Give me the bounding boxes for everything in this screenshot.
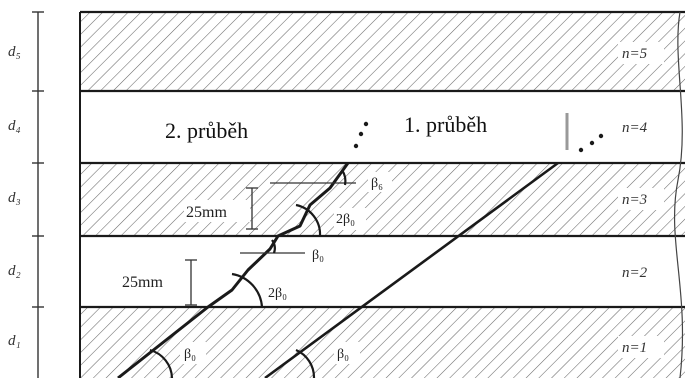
dimension-axis [32,11,44,378]
angle-label-beta0-mid: β₀ [312,248,324,263]
layer-label-n3: n=3 [622,192,647,208]
measure-lower [185,259,197,306]
dimension-label-d5: d₅ [8,44,21,60]
layer-boundaries [80,10,685,309]
dimension-label-d4: d₄ [8,118,21,134]
n-label-bg-3 [618,188,664,210]
crack-path-1 [264,161,559,378]
angle-label-bg-2beta0-upper [334,208,366,230]
layer-label-n4: n=4 [622,120,648,136]
angle-label-bg-beta0-right [334,342,360,364]
angle-label-bg-2beta0-lower [266,282,300,304]
layer-label-n1: n=1 [622,340,647,356]
path-label-first: 1. průběh [404,112,487,137]
angle-label-2beta0-lower: 2β₀ [268,286,287,301]
dimension-label-d3: d₃ [8,190,21,206]
angle-label-bg-beta0-mid [310,244,334,264]
layer-label-n2: n=2 [622,265,648,281]
n-label-bg-5 [618,42,664,64]
angle-label-2beta0-upper: 2β₀ [336,212,355,227]
angle-arcs [149,169,347,378]
dimension-label-d1: d₁ [8,333,21,349]
angle-label-bg-beta0-left [180,342,206,364]
angle-label-beta0-left: β₀ [184,347,196,362]
angle-reference-lines [240,182,356,254]
crack-path-2-continuation [353,121,369,149]
layer-n5-hatch [80,12,685,91]
crack-path-1-continuation [578,133,604,153]
path-label-second: 2. průběh [165,118,248,143]
measure-upper-label-bg [184,200,250,222]
angle-label-bg-beta6 [368,172,392,192]
measure-lower-label: 25mm [122,274,163,291]
right-break-edge [673,11,684,378]
measure-upper [246,187,258,230]
angle-label-beta0-right: β₀ [337,347,349,362]
angle-label-beta6: β₆ [371,176,383,191]
dimension-label-d2: d₂ [8,263,21,279]
measure-upper-label: 25mm [186,204,227,221]
n-label-bg-1 [618,336,664,358]
measure-lower-label-bg [120,270,188,292]
layer-label-n5: n=5 [622,46,648,62]
